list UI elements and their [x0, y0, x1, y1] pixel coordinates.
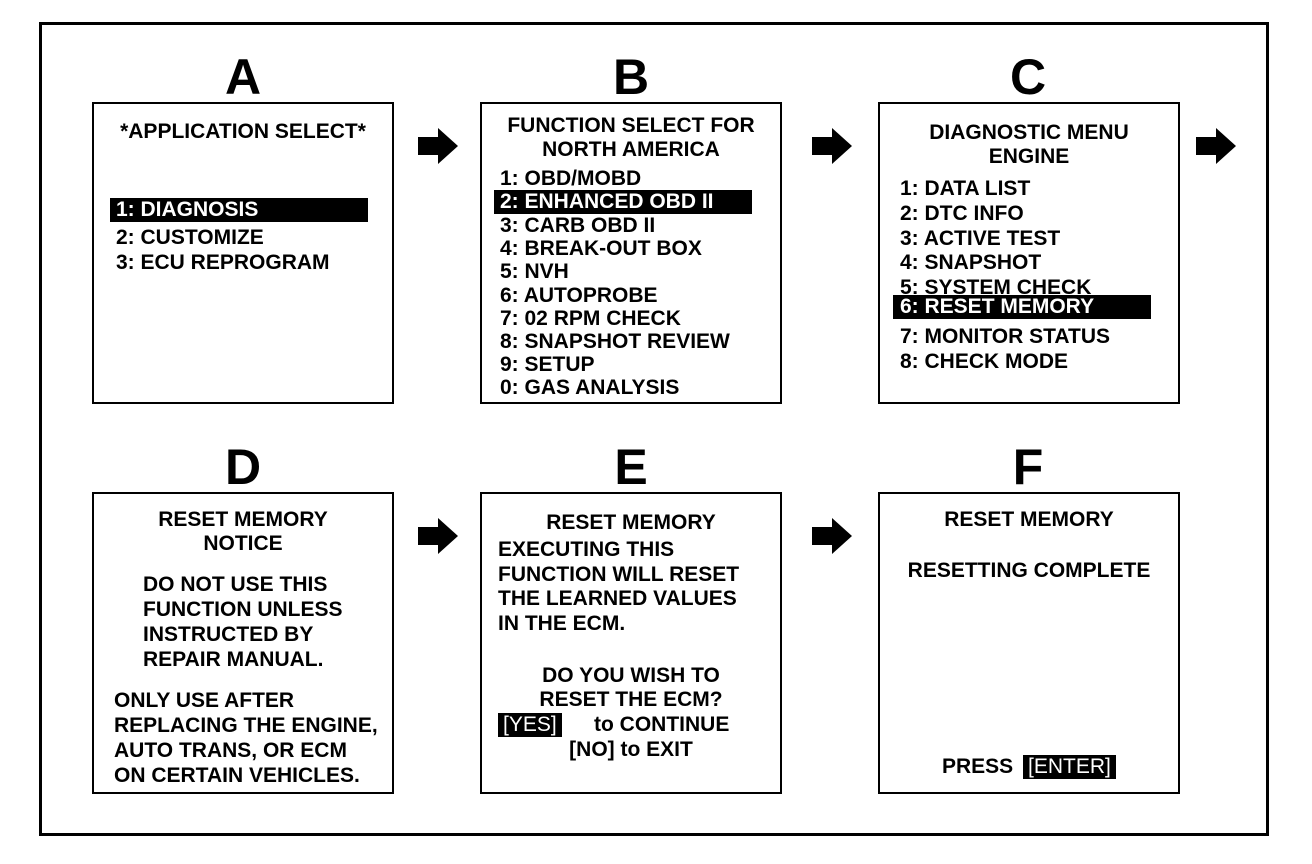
step-letter-d: D: [224, 439, 262, 495]
usage-line: ONLY USE AFTER: [114, 689, 295, 712]
panel-title: *APPLICATION SELECT*: [120, 120, 366, 143]
menu-item-customize[interactable]: 2: CUSTOMIZE: [116, 226, 264, 249]
menu-item[interactable]: 4: SNAPSHOT: [900, 251, 1042, 274]
menu-item[interactable]: 5: SYSTEM CHECK: [900, 276, 1092, 299]
question-line2: RESET THE ECM?: [539, 688, 723, 711]
right-arrow-icon: [418, 518, 458, 554]
menu-item-enhanced-obd[interactable]: 2: ENHANCED OBD II: [494, 190, 752, 214]
notice-line: REPAIR MANUAL.: [143, 648, 324, 671]
question-line1: DO YOU WISH TO: [542, 664, 720, 687]
menu-item[interactable]: 4: BREAK-OUT BOX: [500, 237, 702, 260]
step-letter-c: C: [1009, 49, 1047, 105]
panel-title-line2: NORTH AMERICA: [542, 138, 720, 161]
panel-reset-confirm: RESET MEMORY EXECUTING THIS FUNCTION WIL…: [480, 492, 782, 794]
no-exit-label[interactable]: [NO] to EXIT: [569, 738, 693, 761]
notice-line: DO NOT USE THIS: [143, 573, 328, 596]
menu-item[interactable]: 3: ACTIVE TEST: [900, 227, 1061, 250]
panel-title-line1: DIAGNOSTIC MENU: [929, 121, 1129, 144]
menu-item[interactable]: 7: MONITOR STATUS: [900, 325, 1110, 348]
menu-item[interactable]: 1: OBD/MOBD: [500, 167, 642, 190]
panel-title-line1: RESET MEMORY: [158, 508, 328, 531]
notice-line: FUNCTION UNLESS: [143, 598, 343, 621]
body-line: EXECUTING THIS: [498, 538, 675, 561]
yes-key[interactable]: [YES]: [498, 713, 562, 737]
enter-key[interactable]: [ENTER]: [1023, 755, 1116, 779]
menu-item[interactable]: 8: SNAPSHOT REVIEW: [500, 330, 730, 353]
status-text: RESETTING COMPLETE: [907, 559, 1151, 582]
menu-item[interactable]: 0: GAS ANALYSIS: [500, 376, 680, 399]
menu-item[interactable]: 7: 02 RPM CHECK: [500, 307, 681, 330]
right-arrow-icon: [812, 518, 852, 554]
right-arrow-icon: [1196, 128, 1236, 164]
panel-title: RESET MEMORY: [546, 511, 716, 534]
menu-item[interactable]: 1: DATA LIST: [900, 177, 1031, 200]
press-label: PRESS: [942, 755, 1014, 778]
body-line: FUNCTION WILL RESET: [498, 563, 740, 586]
panel-title-line2: ENGINE: [988, 145, 1070, 168]
menu-item[interactable]: 2: DTC INFO: [900, 202, 1024, 225]
usage-line: REPLACING THE ENGINE,: [114, 714, 378, 737]
menu-item[interactable]: 6: AUTOPROBE: [500, 284, 658, 307]
body-line: THE LEARNED VALUES: [498, 587, 737, 610]
usage-line: ON CERTAIN VEHICLES.: [114, 764, 360, 787]
menu-item-diagnosis[interactable]: 1: DIAGNOSIS: [110, 198, 368, 222]
notice-line: INSTRUCTED BY: [143, 623, 314, 646]
usage-line: AUTO TRANS, OR ECM: [114, 739, 347, 762]
menu-item[interactable]: 5: NVH: [500, 260, 569, 283]
right-arrow-icon: [418, 128, 458, 164]
panel-title: RESET MEMORY: [944, 508, 1114, 531]
step-letter-e: E: [614, 439, 648, 495]
panel-title-line1: FUNCTION SELECT FOR: [507, 114, 755, 137]
menu-item-reset-memory[interactable]: 6: RESET MEMORY: [893, 295, 1151, 319]
menu-item[interactable]: 3: CARB OBD II: [500, 214, 656, 237]
panel-function-select: FUNCTION SELECT FOR NORTH AMERICA 1: OBD…: [480, 102, 782, 404]
step-letter-f: F: [1012, 439, 1044, 495]
panel-title-line2: NOTICE: [203, 532, 283, 555]
menu-item[interactable]: 9: SETUP: [500, 353, 595, 376]
body-line: IN THE ECM.: [498, 612, 626, 635]
right-arrow-icon: [812, 128, 852, 164]
panel-application-select: *APPLICATION SELECT* 1: DIAGNOSIS 2: CUS…: [92, 102, 394, 404]
step-letter-a: A: [224, 49, 262, 105]
menu-item-ecu-reprogram[interactable]: 3: ECU REPROGRAM: [116, 251, 330, 274]
menu-item[interactable]: 8: CHECK MODE: [900, 350, 1069, 373]
panel-reset-complete: RESET MEMORY RESETTING COMPLETE PRESS [E…: [878, 492, 1180, 794]
diagram-frame: [39, 22, 1269, 836]
yes-continue-label: to CONTINUE: [594, 713, 730, 736]
panel-diagnostic-menu: DIAGNOSTIC MENU ENGINE 1: DATA LIST 2: D…: [878, 102, 1180, 404]
step-letter-b: B: [612, 49, 650, 105]
panel-reset-notice: RESET MEMORY NOTICE DO NOT USE THIS FUNC…: [92, 492, 394, 794]
